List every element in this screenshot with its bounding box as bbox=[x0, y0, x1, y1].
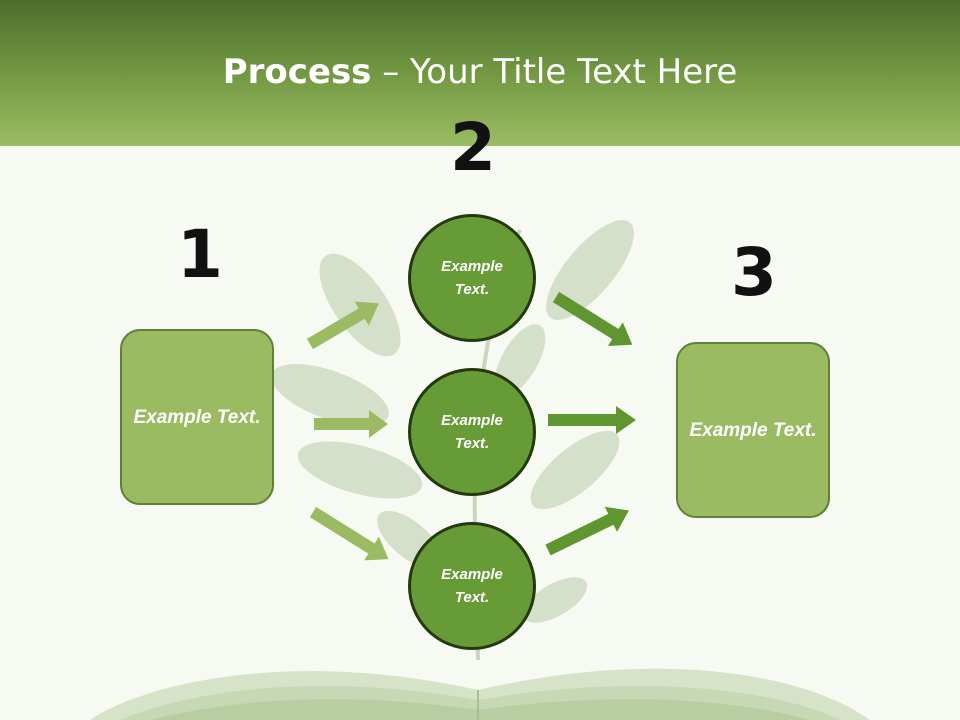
arrow-middle-to-right bbox=[548, 406, 636, 434]
step-number-2: 2 bbox=[450, 109, 496, 186]
circle-middle: Example Text. bbox=[408, 368, 536, 496]
right-box: Example Text. bbox=[676, 342, 830, 518]
step-number-1: 1 bbox=[177, 216, 223, 293]
arrow-left-to-middle bbox=[314, 410, 388, 438]
arrow-left-to-top bbox=[306, 301, 379, 350]
circle-top: Example Text. bbox=[408, 214, 536, 342]
left-box: Example Text. bbox=[120, 329, 274, 505]
step-number-3: 3 bbox=[731, 234, 777, 311]
left-box-text: Example Text. bbox=[133, 406, 261, 428]
circle-middle-text: Example Text. bbox=[441, 412, 503, 452]
arrow-top-to-right bbox=[552, 291, 633, 346]
arrow-left-to-bottom bbox=[309, 506, 389, 561]
slide-title: Process – Your Title Text Here bbox=[0, 52, 960, 92]
title-rest: – Your Title Text Here bbox=[371, 52, 738, 92]
title-bold: Process bbox=[222, 52, 372, 92]
circle-top-text: Example Text. bbox=[441, 258, 503, 298]
circle-bottom: Example Text. bbox=[408, 522, 536, 650]
arrow-bottom-to-right bbox=[545, 506, 629, 556]
circle-bottom-text: Example Text. bbox=[441, 566, 503, 606]
right-box-text: Example Text. bbox=[689, 419, 817, 441]
title-bar bbox=[0, 0, 960, 146]
